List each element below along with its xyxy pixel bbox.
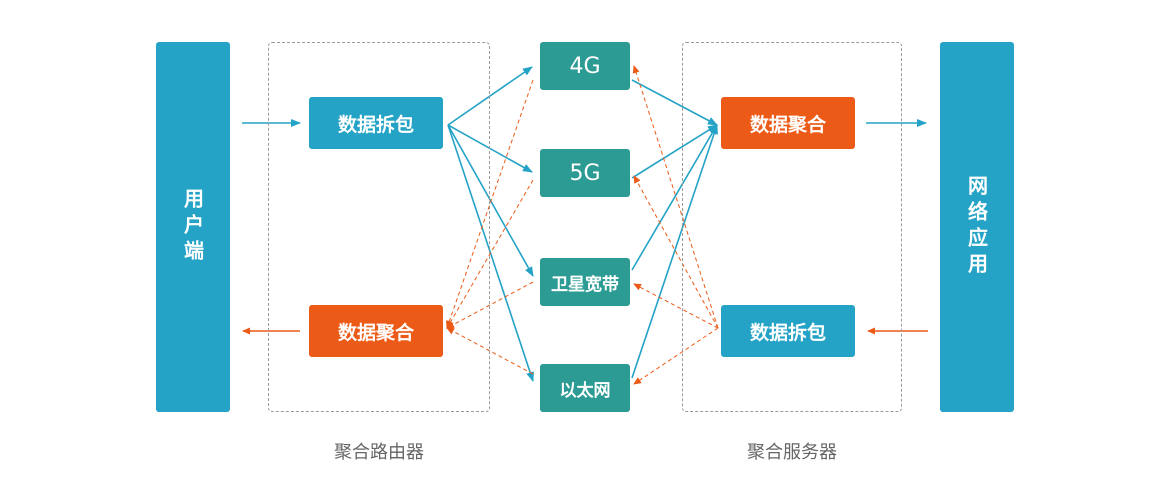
network-app-label: 网络应用 (964, 175, 989, 279)
link-satellite: 卫星宽带 (540, 258, 630, 306)
arrow-server-split-4g (632, 65, 719, 329)
link-5g: 5G (540, 149, 630, 197)
server-caption: 聚合服务器 (747, 442, 837, 463)
arrow-5g-aggregate (631, 124, 718, 179)
user-end-label: 用户端 (180, 188, 205, 266)
arrow-4g-aggregate (631, 79, 718, 126)
router-caption: 聚合路由器 (334, 442, 424, 463)
arrow-satellite-aggregate (631, 124, 718, 271)
arrow-server-split-5g (633, 175, 719, 329)
arrow-satellite-router-aggregate (446, 281, 534, 329)
arrow-split-4g (447, 66, 533, 126)
user-end-bar: 用户端 (156, 42, 230, 412)
router-split-box: 数据拆包 (309, 97, 443, 149)
arrow-split-5g (447, 124, 533, 173)
arrow-5g-router-aggregate (446, 179, 534, 329)
server-split-box: 数据拆包 (721, 305, 855, 357)
server-group (682, 42, 902, 412)
router-aggregate-box: 数据聚合 (309, 305, 443, 357)
router-group (268, 42, 490, 412)
arrow-ethernet-router-aggregate (446, 327, 534, 375)
server-aggregate-box: 数据聚合 (721, 97, 855, 149)
arrow-server-split-satellite (633, 283, 719, 329)
arrow-server-split-ethernet (633, 327, 719, 385)
arrow-split-satellite (447, 124, 534, 277)
link-4g: 4G (540, 42, 630, 90)
arrow-ethernet-aggregate (631, 124, 718, 379)
link-ethernet: 以太网 (540, 364, 630, 412)
network-app-bar: 网络应用 (940, 42, 1014, 412)
arrow-4g-router-aggregate (445, 79, 534, 329)
